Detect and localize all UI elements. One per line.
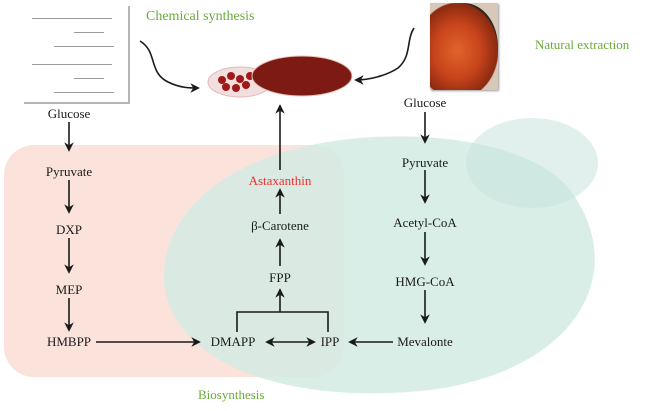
astaxanthin-powder-image <box>207 55 353 98</box>
natural-extraction-arrow <box>354 27 415 85</box>
crayfish-photo <box>430 3 498 90</box>
right-glucose: Glucose <box>403 95 447 110</box>
left-glucose: Glucose <box>47 106 91 121</box>
ipp: IPP <box>320 334 340 349</box>
mevalonte: Mevalonte <box>397 334 453 349</box>
natural-extraction-label: Natural extraction <box>535 37 630 52</box>
chem-synthesis-arrow <box>139 40 200 93</box>
mva-pathway-region <box>164 136 595 394</box>
astaxanthin: Astaxanthin <box>248 173 312 188</box>
biosynthesis-label: Biosynthesis <box>198 387 265 402</box>
acetyl-coa: Acetyl-CoA <box>393 215 457 230</box>
dxp: DXP <box>55 222 83 237</box>
right-pyruvate: Pyruvate <box>401 155 449 170</box>
hmg-coa: HMG-CoA <box>395 274 455 289</box>
chemical-structure-image <box>24 6 130 104</box>
hmbpp: HMBPP <box>46 334 92 349</box>
fpp: FPP <box>269 270 291 285</box>
left-pyruvate: Pyruvate <box>45 164 93 179</box>
chemical-synthesis-label: Chemical synthesis <box>146 9 255 24</box>
small-teal-ellipse <box>466 118 598 208</box>
dmapp: DMAPP <box>210 334 256 349</box>
beta-carotene: β-Carotene <box>251 218 309 233</box>
mep: MEP <box>55 282 83 297</box>
